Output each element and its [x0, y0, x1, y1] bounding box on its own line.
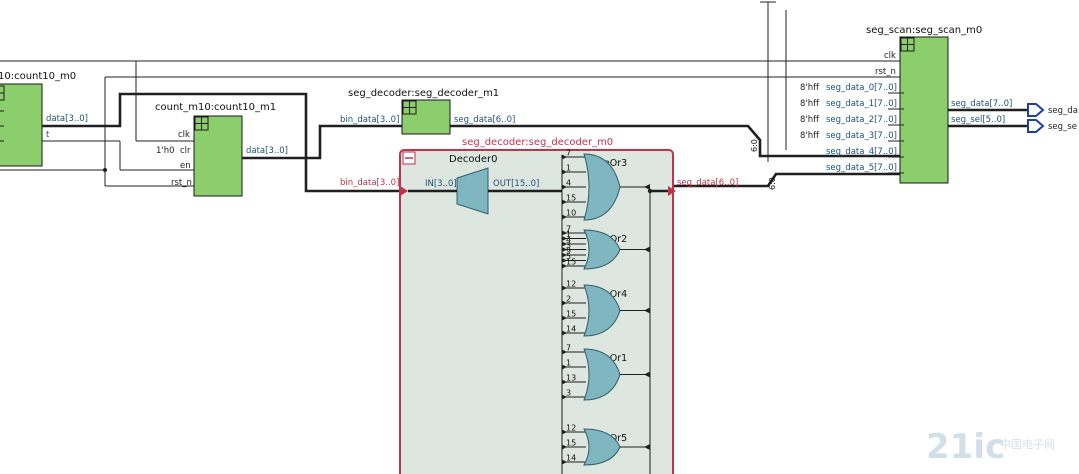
wideor-gate[interactable]: WideOr37141510	[562, 149, 650, 221]
seg-scan-rst-pin: rst_n	[875, 67, 896, 77]
count10-m0-data-pin: data[3..0]	[46, 114, 88, 124]
seg-scan-input-pins: 8'hff seg_data_0[7..0] 8'hff seg_data_1[7..…	[800, 83, 904, 174]
seg-scan-input-label: seg_data_2[7..0]	[826, 115, 897, 125]
wideor-input-index: 1	[566, 230, 571, 239]
seg-scan-input-const: 8'hff	[800, 83, 820, 93]
bus-tag-2: 6:0	[768, 177, 777, 190]
count10-m1-title: count_m10:count10_m1	[155, 102, 276, 113]
count10-m1-rst-pin: rst_n	[171, 178, 192, 188]
global-wires	[0, 1, 900, 193]
output-seg-sel-label: seg_se	[1048, 122, 1077, 132]
wideor-gate[interactable]: WideOr5121514	[562, 424, 650, 466]
output-port-seg-data-icon[interactable]	[1027, 103, 1045, 117]
wideor-input-index: 3	[566, 241, 571, 250]
or-gate-icon	[583, 284, 621, 337]
wideor-input-index: 4	[566, 179, 571, 188]
seg-scan-input-label: seg_data_1[7..0]	[826, 99, 897, 109]
count10-m0-title: 10:count10_m0	[0, 71, 76, 82]
or-gate-icon	[583, 153, 621, 221]
wideor-input-index: 15	[566, 258, 576, 267]
seg-decoder-m1-out-pin: seg_data[6..0]	[454, 115, 515, 125]
wideor-input-index: 14	[566, 325, 576, 334]
wideor-input-index: 5	[566, 252, 571, 261]
block-count10-m0[interactable]: 10:count10_m0 data[3..0] t	[0, 71, 88, 167]
seg-decoder-m0-frame	[399, 149, 674, 474]
seg-scan-input-label: seg_data_5[7..0]	[826, 163, 897, 173]
watermark-cn: 中国电子网	[1000, 438, 1055, 451]
wideor-input-index: 9	[566, 247, 571, 256]
seg-scan-input-const: 8'hff	[800, 131, 820, 141]
wideor-input-index: 3	[566, 389, 571, 398]
wideor-gates: WideOr37141510WideOr271439515WideOr41221…	[562, 149, 650, 466]
block-seg-decoder-m1[interactable]: seg_decoder:seg_decoder_m1 bin_data[3..0…	[340, 88, 515, 135]
wideor-input-index: 10	[566, 209, 576, 218]
seg-scan-input-const: 8'hff	[800, 115, 820, 125]
wideor-gate[interactable]: WideOr171133	[562, 344, 650, 401]
count10-m1-clr-pin: clr	[180, 146, 191, 156]
wideor-input-index: 15	[566, 310, 576, 319]
wideor-input-index: 15	[566, 439, 576, 448]
output-seg-data-label: seg_da	[1048, 106, 1078, 116]
count10-m0-t-pin: t	[46, 130, 50, 140]
decoder0-out-pin: OUT[15..0]	[493, 179, 539, 189]
decoder0-title: Decoder0	[449, 154, 497, 165]
wideor-gate[interactable]: WideOr41221514	[562, 280, 650, 337]
seg-decoder-m0-in-pin: bin_data[3..0]	[340, 178, 399, 188]
or-gate-icon	[583, 428, 621, 466]
count10-m1-clk-pin: clk	[178, 130, 190, 140]
block-seg-decoder-m0[interactable]: seg_decoder:seg_decoder_m0 bin_data[3..0…	[340, 137, 738, 474]
seg-scan-input-label: seg_data_0[7..0]	[826, 83, 897, 93]
seg-scan-out-sel-pin: seg_sel[5..0]	[951, 115, 1005, 125]
wideor-gate[interactable]: WideOr271439515	[562, 225, 650, 270]
seg-decoder-m0-title: seg_decoder:seg_decoder_m0	[462, 137, 613, 148]
watermark-text: 21ic	[926, 427, 1005, 467]
count10-m1-clr-const: 1'h0	[156, 146, 175, 156]
watermark-logo: 21ic 中国电子网	[926, 427, 1055, 467]
wideor-input-index: 1	[566, 359, 571, 368]
seg-scan-input-const: 8'hff	[800, 99, 820, 109]
wideor-input-index: 1	[566, 164, 571, 173]
wideor-input-index: 12	[566, 280, 576, 289]
bus-tag-1: 6:0	[750, 139, 759, 152]
seg-decoder-m1-title: seg_decoder:seg_decoder_m1	[348, 88, 499, 99]
decoder0-shape	[456, 167, 489, 215]
seg-scan-input-label: seg_data_4[7..0]	[826, 147, 897, 157]
or-gate-icon	[583, 229, 621, 270]
wideor-input-index: 7	[566, 344, 571, 353]
or-gate-icon	[583, 348, 621, 401]
wideor-input-index: 2	[566, 295, 571, 304]
output-port-seg-sel-icon[interactable]	[1027, 119, 1045, 133]
count10-m1-data-pin: data[3..0]	[246, 146, 288, 156]
wideor-input-index: 15	[566, 194, 576, 203]
seg-scan-clk-pin: clk	[884, 51, 896, 61]
wideor-input-index: 13	[566, 374, 576, 383]
wideor-input-index: 7	[566, 225, 571, 234]
wideor-input-index: 14	[566, 454, 576, 463]
wideor-input-index: 7	[566, 149, 571, 158]
seg-scan-input-label: seg_data_3[7..0]	[826, 131, 897, 141]
count10-m1-en-pin: en	[180, 161, 191, 171]
wideor-input-index: 12	[566, 424, 576, 433]
decoder0-in-pin: IN[3..0]	[425, 179, 457, 189]
output-ports: seg_da seg_se	[1027, 103, 1078, 133]
wideor-input-index: 4	[566, 236, 571, 245]
block-count10-m1[interactable]: count_m10:count10_m1 clk 1'h0 clr en rst…	[155, 102, 288, 197]
seg-decoder-m0-out-pin: seg_data[6..0]	[677, 178, 738, 188]
seg-scan-m0-title: seg_scan:seg_scan_m0	[866, 25, 982, 36]
block-seg-scan-m0[interactable]: seg_scan:seg_scan_m0 clk rst_n 8'hff seg_…	[800, 25, 1028, 184]
seg-scan-out-data-pin: seg_data[7..0]	[951, 99, 1012, 109]
seg-decoder-m1-in-pin: bin_data[3..0]	[340, 115, 399, 125]
